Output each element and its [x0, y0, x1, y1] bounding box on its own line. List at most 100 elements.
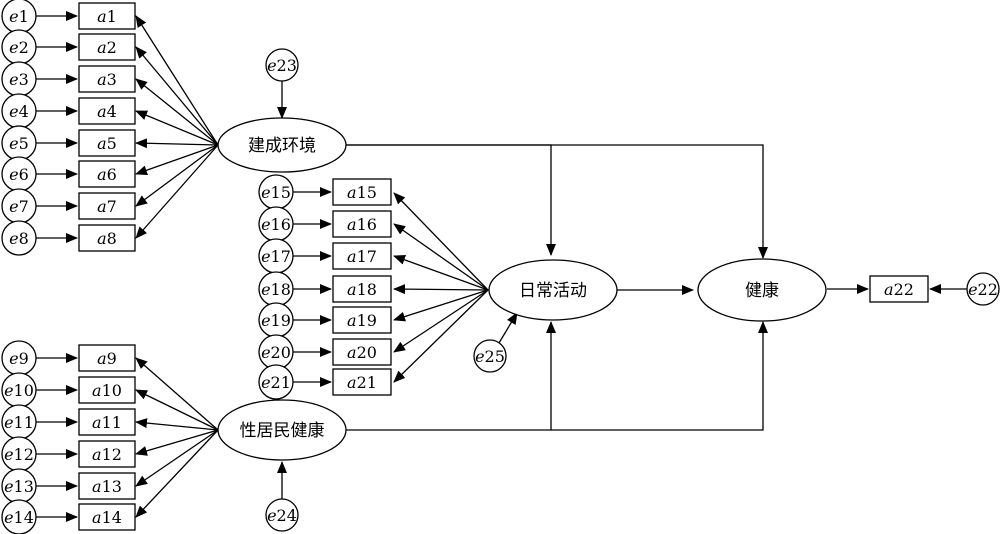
latent-built-environment: 建成环境	[217, 117, 347, 173]
error-e2: e2	[1, 29, 37, 65]
loading-a18	[393, 284, 489, 295]
loading-a3	[135, 78, 219, 146]
latent-self-rated-health: 性居民健康	[217, 399, 347, 461]
svg-text:e21: e21	[261, 373, 291, 392]
error-e21: e21	[258, 364, 294, 400]
svg-text:a8: a8	[97, 229, 117, 248]
error-e20: e20	[258, 334, 294, 370]
loading-a14	[135, 429, 219, 518]
indicator-a21: a21	[332, 368, 392, 396]
svg-text:a21: a21	[347, 373, 377, 392]
loading-a15	[393, 192, 489, 291]
svg-text:a19: a19	[347, 311, 377, 330]
loading-a7	[135, 144, 219, 207]
svg-text:a7: a7	[97, 197, 117, 216]
indicator-a17: a17	[332, 242, 392, 270]
indicator-a18: a18	[332, 275, 392, 303]
svg-text:建成环境: 建成环境	[248, 136, 316, 156]
loading-a4	[135, 110, 219, 146]
indicator-a12: a12	[78, 440, 136, 468]
error-e15: e15	[258, 174, 294, 210]
error-e16: e16	[258, 206, 294, 242]
loading-a11	[135, 418, 219, 431]
svg-text:e11: e11	[4, 413, 34, 432]
svg-text:e19: e19	[261, 311, 291, 330]
latent-health: 健康	[697, 258, 827, 322]
svg-text:a1: a1	[97, 7, 117, 26]
indicator-a11: a11	[78, 408, 136, 436]
error-e22: e22	[966, 272, 1000, 306]
svg-text:日常活动: 日常活动	[519, 281, 587, 301]
indicator-a13: a13	[78, 472, 136, 500]
errors-left: e1 e2 e3 e4 e5 e6 e7 e8 e9 e10 e11 e12 e…	[1, 0, 37, 534]
loadings-self-health	[135, 357, 219, 518]
path-e25-to-daily	[498, 312, 518, 344]
svg-text:a3: a3	[97, 70, 117, 89]
svg-text:a13: a13	[92, 477, 122, 496]
svg-text:e6: e6	[9, 165, 29, 184]
indicator-a4: a4	[78, 97, 136, 125]
svg-text:a2: a2	[97, 38, 117, 57]
svg-text:e14: e14	[4, 508, 34, 527]
svg-text:a22: a22	[884, 280, 914, 299]
error-arrows-left	[36, 11, 78, 522]
error-arrows-middle	[293, 187, 332, 387]
loading-a1	[135, 15, 219, 146]
loading-a20	[393, 289, 489, 353]
svg-text:e22: e22	[968, 280, 998, 299]
svg-text:e12: e12	[4, 445, 34, 464]
error-e11: e11	[1, 404, 37, 440]
svg-text:a4: a4	[97, 102, 117, 121]
svg-text:e17: e17	[261, 247, 291, 266]
svg-text:e8: e8	[9, 229, 29, 248]
structural-paths	[277, 80, 968, 500]
indicator-a19: a19	[332, 306, 392, 334]
svg-text:e20: e20	[261, 343, 291, 362]
indicator-a9: a9	[78, 344, 136, 372]
svg-text:a18: a18	[347, 280, 377, 299]
error-e8: e8	[1, 220, 37, 256]
indicator-a5: a5	[78, 129, 136, 157]
svg-text:e10: e10	[4, 381, 34, 400]
error-e5: e5	[1, 125, 37, 161]
error-e14: e14	[1, 499, 37, 534]
loadings-built-env	[135, 15, 219, 239]
svg-text:e23: e23	[267, 56, 297, 75]
loading-a17	[393, 255, 489, 291]
indicator-a3: a3	[78, 65, 136, 93]
svg-text:e7: e7	[9, 197, 29, 216]
error-e3: e3	[1, 61, 37, 97]
error-e13: e13	[1, 468, 37, 504]
loadings-daily	[393, 192, 489, 383]
svg-text:e15: e15	[261, 183, 291, 202]
error-e12: e12	[1, 436, 37, 472]
error-e4: e4	[1, 93, 37, 129]
svg-text:a5: a5	[97, 134, 117, 153]
indicator-a1: a1	[78, 2, 136, 30]
svg-text:a16: a16	[347, 215, 377, 234]
error-e17: e17	[258, 238, 294, 274]
indicators-middle: a15 a16 a17 a18 a19 a20 a21	[332, 178, 392, 396]
indicator-a7: a7	[78, 192, 136, 220]
error-e23: e23	[265, 48, 299, 82]
svg-text:a6: a6	[97, 165, 117, 184]
svg-text:a12: a12	[92, 445, 122, 464]
indicator-a10: a10	[78, 376, 136, 404]
error-e10: e10	[1, 372, 37, 408]
loading-a6	[135, 144, 219, 176]
loading-a5	[135, 138, 219, 149]
loading-a13	[135, 429, 219, 487]
error-e19: e19	[258, 302, 294, 338]
indicator-a20: a20	[332, 338, 392, 366]
svg-text:a11: a11	[92, 413, 122, 432]
errors-middle: e15 e16 e17 e18 e19 e20 e21	[258, 174, 294, 400]
svg-text:a17: a17	[347, 247, 377, 266]
latent-daily-activity: 日常活动	[488, 259, 618, 321]
loading-a12	[135, 429, 219, 456]
svg-text:健康: 健康	[745, 281, 779, 301]
svg-text:a20: a20	[347, 343, 377, 362]
loading-a19	[393, 289, 489, 322]
svg-text:a9: a9	[97, 349, 117, 368]
svg-text:e9: e9	[9, 349, 29, 368]
